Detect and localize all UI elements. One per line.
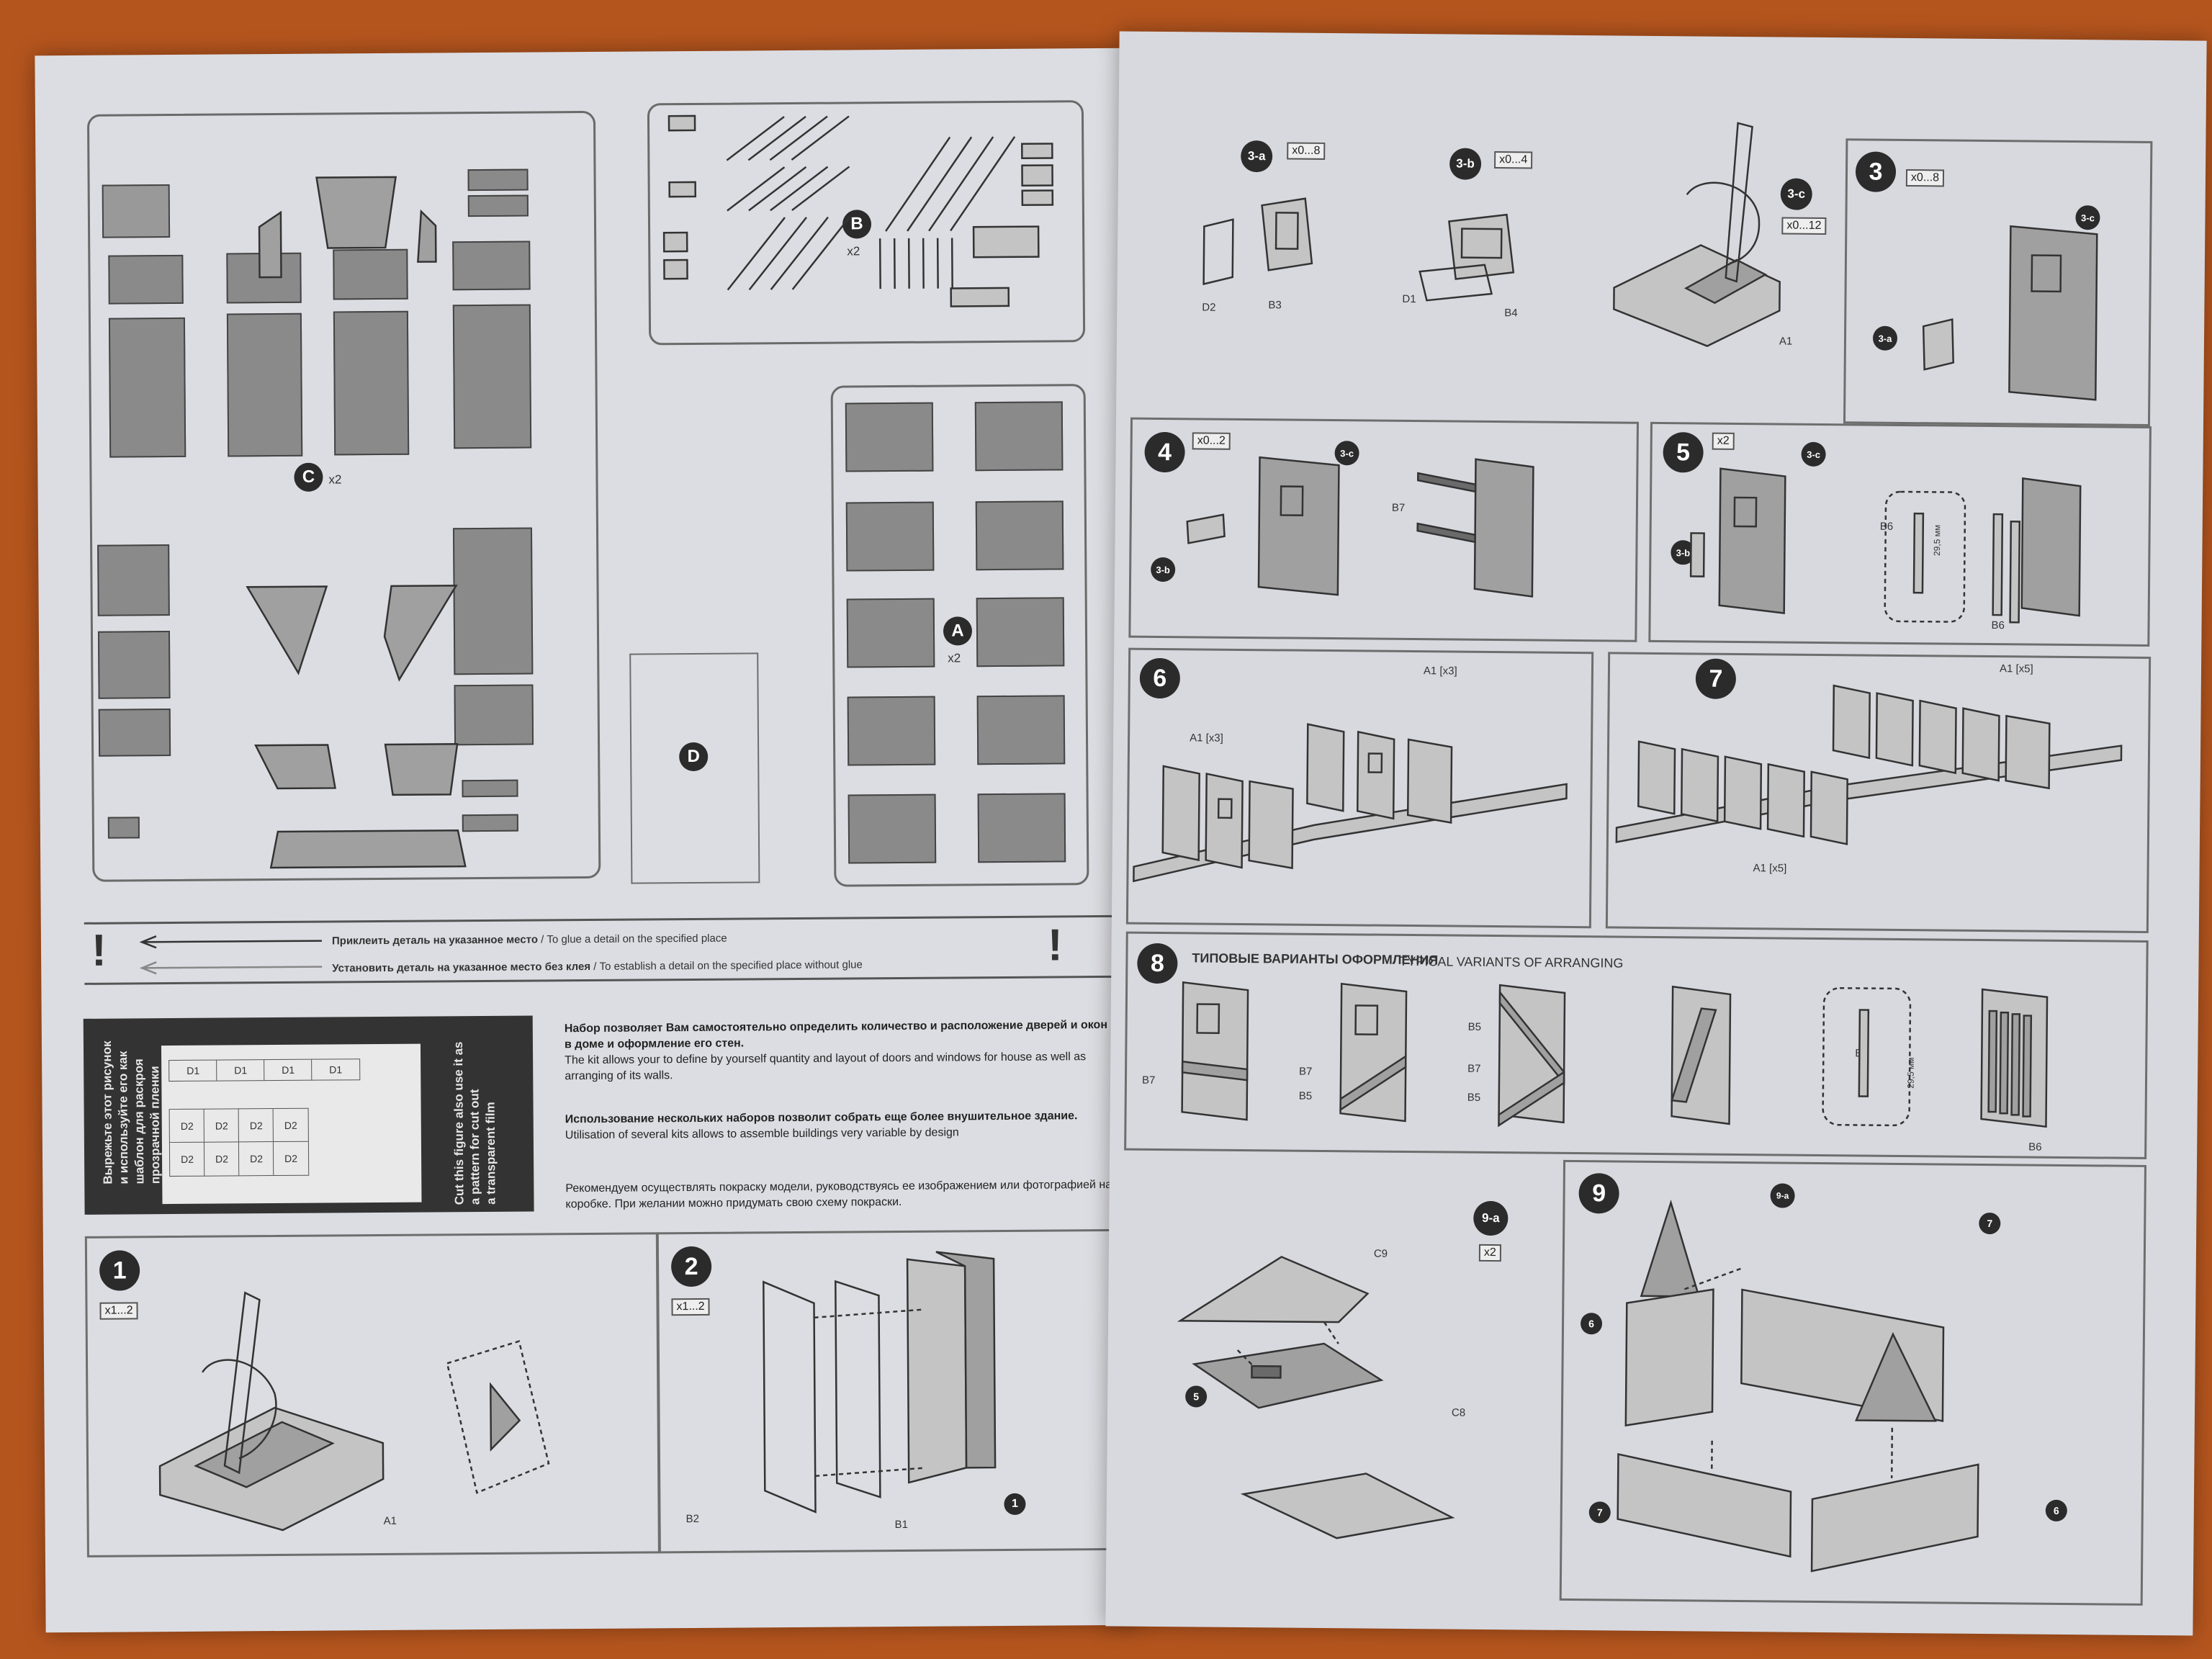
template-box: Вырежьте этот рисунок и используйте его … — [83, 1015, 534, 1215]
legend-rule — [84, 975, 1119, 985]
sprue-a-part — [977, 793, 1066, 863]
intro-p1-en: The kit allows your to define by yoursel… — [565, 1051, 1087, 1083]
intro-p2: Использование нескольких наборов позволи… — [565, 1108, 1112, 1143]
legend-noglue-en: To establish a detail on the specified p… — [599, 958, 863, 973]
legend-noglue: Установить деталь на указанное место без… — [332, 958, 863, 975]
template-en-text: Cut this figure also use it as a pattern… — [451, 1041, 500, 1205]
template-ru-line: и используйте его как — [116, 1051, 131, 1184]
template-cell-d2: D2 — [168, 1141, 206, 1177]
step8-drawing — [1181, 981, 2049, 1128]
intro-p3-ru: Рекомендуем осуществлять покраску модели… — [565, 1178, 1112, 1211]
legend-mark-left: ! — [91, 925, 107, 976]
step3b-drawing — [1419, 213, 1515, 302]
template-en-line: Cut this figure also use it as — [451, 1041, 467, 1205]
legend-rule — [84, 914, 1118, 925]
sprue-c-shapes — [246, 176, 467, 869]
step3c-drawing — [1613, 122, 1781, 347]
template-cell-d2: D2 — [238, 1141, 275, 1177]
legend-glue: Приклеить деталь на указанное место / To… — [331, 932, 727, 948]
sprue-a-part — [845, 501, 935, 572]
step3a-badge: 3-a — [1240, 140, 1273, 173]
sprue-a-part — [975, 500, 1064, 571]
template-cell-d1: D1 — [216, 1059, 266, 1082]
step3a-qty: x0...8 — [1287, 142, 1326, 160]
step3-badge: 3 — [1855, 151, 1897, 192]
legend-noglue-ru: Установить деталь на указанное место без… — [332, 960, 591, 975]
template-en-line: a transparent film — [483, 1102, 498, 1205]
template-cell-d2: D2 — [168, 1108, 205, 1144]
sprue-a-part — [845, 402, 934, 472]
sprue-a-part — [974, 401, 1064, 472]
step3-ref-3a: 3-a — [1872, 325, 1898, 351]
legend-glue-en: To glue a detail on the specified place — [547, 932, 727, 946]
template-cell-d2: D2 — [272, 1141, 310, 1177]
step3b-qty: x0...4 — [1494, 151, 1533, 169]
step3b-badge: 3-b — [1449, 148, 1482, 180]
legend-glue-ru: Приклеить деталь на указанное место — [331, 933, 539, 948]
sprue-a-part — [847, 696, 936, 766]
template-cell-d2: D2 — [203, 1141, 240, 1177]
template-grid: D1 D1 D1 D1 D2 D2 D2 D2 D2 D2 D2 D2 — [161, 1043, 422, 1205]
left-sheet: C x2 B x2 — [35, 48, 1141, 1633]
step6-drawing — [1133, 723, 1568, 883]
template-cell-d2: D2 — [238, 1108, 274, 1143]
template-cell-d1: D1 — [311, 1058, 361, 1081]
step1-drawing — [158, 1291, 550, 1532]
sprue-a-part — [848, 793, 937, 864]
intro-p2-ru: Использование нескольких наборов позволи… — [565, 1110, 1078, 1126]
template-ru-text: Вырежьте этот рисунок и используйте его … — [99, 1040, 163, 1184]
sprue-a-qty: x2 — [948, 651, 961, 665]
sprue-b-shapes — [662, 114, 1054, 307]
template-cell-d2: D2 — [272, 1107, 309, 1143]
step5-drawing — [1689, 467, 2082, 624]
legend-arrows — [139, 935, 323, 975]
intro-p1: Набор позволяет Вам самостоятельно опред… — [565, 1017, 1112, 1084]
step3-drawing — [1922, 225, 2098, 401]
sprue-a-badge: A — [943, 616, 973, 646]
intro-p3: Рекомендуем осуществлять покраску модели… — [565, 1177, 1112, 1213]
step2-drawing — [763, 1251, 997, 1514]
step4-drawing — [1186, 456, 1534, 598]
step9a-drawing — [1177, 1256, 1455, 1539]
template-ru-line: Вырежьте этот рисунок — [99, 1040, 115, 1184]
sprue-a-part — [976, 597, 1065, 667]
step3-qty: x0...8 — [1905, 168, 1945, 187]
sprue-a-part — [846, 598, 935, 668]
legend-mark-right: ! — [1047, 920, 1063, 971]
template-cell-d2: D2 — [203, 1108, 240, 1143]
sheet-d-badge: D — [679, 742, 709, 772]
right-sheet: 3-a x0...8 D2 B3 3-b x0...4 D1 B4 3-c x0… — [1105, 31, 2207, 1636]
template-cell-d1: D1 — [264, 1058, 313, 1082]
step3a-drawing — [1202, 197, 1313, 286]
sprue-a-part — [976, 695, 1066, 765]
step9-drawing — [1617, 1199, 1979, 1573]
intro-p2-en: Utilisation of several kits allows to as… — [565, 1126, 959, 1142]
intro-p1-ru: Набор позволяет Вам самостоятельно опред… — [564, 1018, 1108, 1051]
step7-drawing — [1615, 684, 2123, 845]
template-cell-d1: D1 — [168, 1059, 218, 1082]
template-ru-line: шаблон для раскроя — [132, 1058, 147, 1184]
template-en-line: a pattern for cut out — [467, 1089, 482, 1205]
